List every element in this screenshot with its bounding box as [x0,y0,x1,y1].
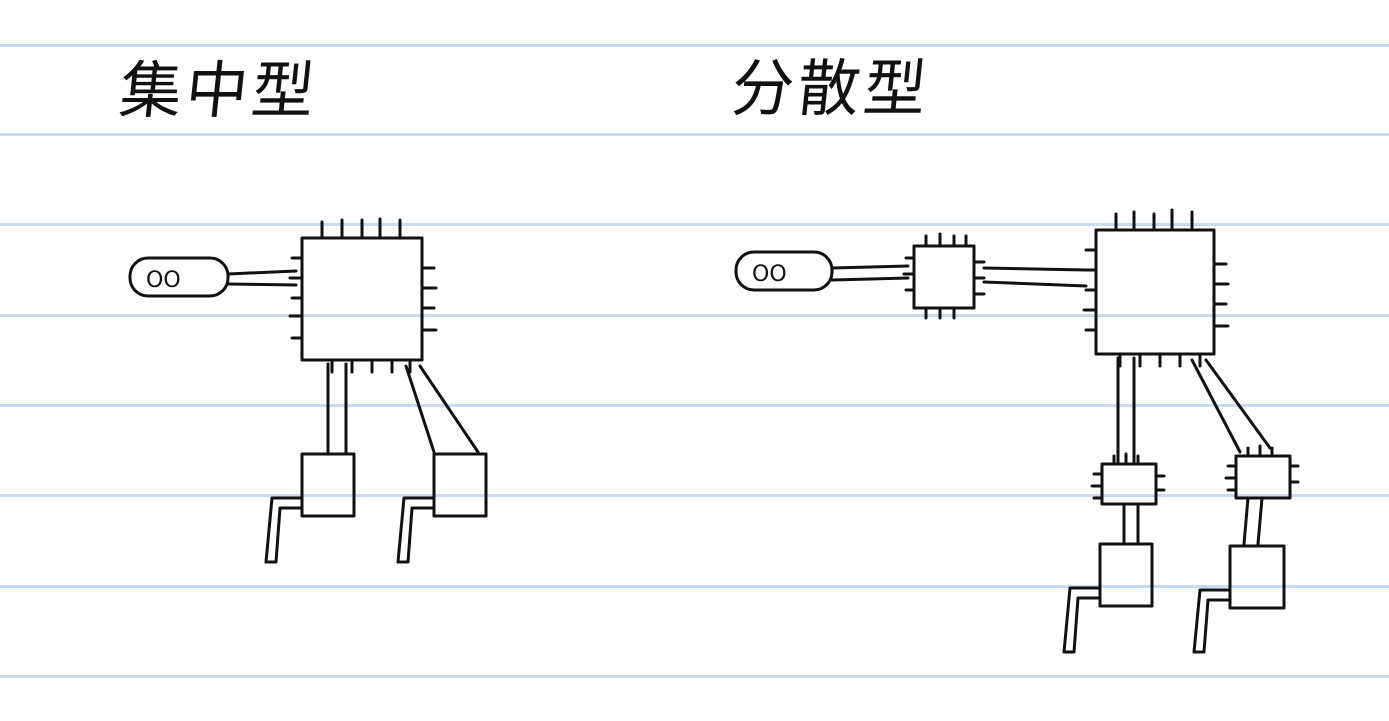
ruled-line [0,494,1389,497]
sensor-label: OO [752,262,787,287]
motor-controller-left-chip [1090,452,1166,506]
ruled-line [0,675,1389,678]
cable-left-lower [1122,502,1140,546]
motor-left [264,452,356,564]
cable-right [1190,358,1272,454]
sensor-cable [226,269,298,287]
central-controller-chip [288,217,438,374]
ruled-line [0,314,1389,317]
sensor-controller-chip [902,232,986,320]
motor-right [396,452,488,564]
sensor-cable [830,264,910,282]
ruled-line [0,585,1389,588]
distributed-diagram: OO [734,208,1300,654]
ruled-line [0,223,1389,226]
motor-controller-right-chip [1224,444,1300,500]
central-controller-chip [1082,208,1230,368]
cable-left [326,362,348,456]
motor-right [1192,544,1286,654]
ruled-line [0,133,1389,136]
cable-left [1116,356,1136,464]
cable-right [404,364,480,454]
ruled-line [0,44,1389,47]
link-cable [982,266,1088,288]
sensor: OO [128,256,230,298]
motor-left [1062,542,1154,654]
sensor-label: OO [146,268,181,293]
cable-right-lower [1242,496,1264,546]
centralized-diagram: OO [128,217,488,564]
sensor: OO [734,250,834,292]
ruled-line [0,404,1389,407]
